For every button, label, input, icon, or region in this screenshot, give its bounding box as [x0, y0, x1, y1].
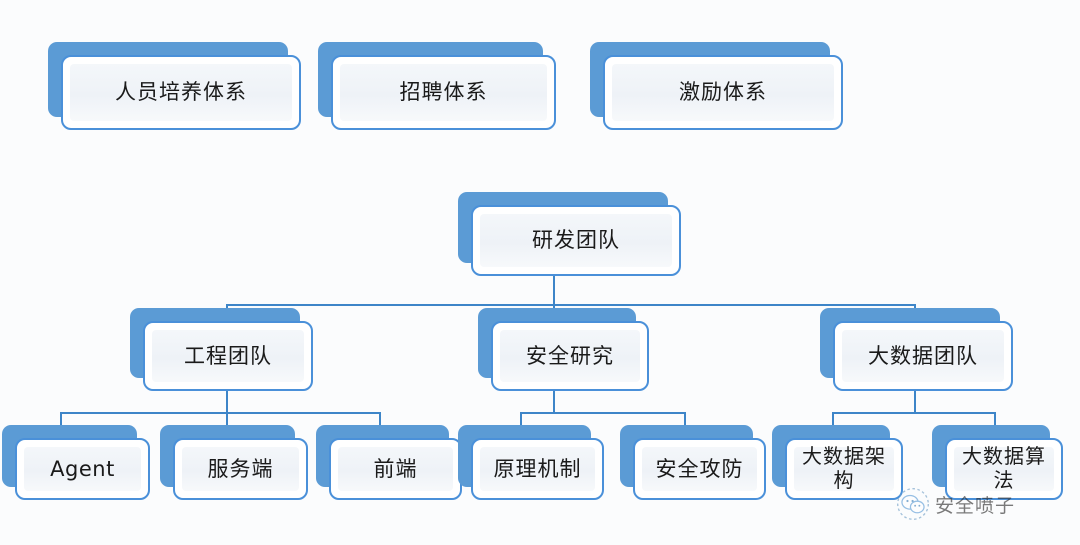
connector-security-stem: [553, 391, 555, 413]
node-inner-panel: 服务端: [182, 447, 299, 491]
node-card: 大数据团队: [833, 321, 1013, 391]
node-card: 大数据架构: [785, 438, 903, 500]
node-security-research[interactable]: 安全研究: [478, 308, 649, 391]
connector-bigdata-stem: [914, 391, 916, 413]
connector-root-bus: [226, 304, 916, 306]
node-inner-panel: Agent: [24, 447, 141, 491]
connector-bigdata-bus: [832, 412, 996, 414]
node-label: 激励体系: [679, 80, 767, 105]
connector-drop-offense-defense: [684, 412, 686, 428]
node-card: 前端: [329, 438, 462, 500]
node-label: 人员培养体系: [115, 80, 247, 105]
connector-drop-bigdata-arch: [832, 412, 834, 428]
node-inner-panel: 原理机制: [480, 447, 595, 491]
node-bigdata-architecture[interactable]: 大数据架构: [772, 425, 903, 500]
node-card: 安全攻防: [633, 438, 766, 500]
node-label: 研发团队: [532, 228, 620, 253]
node-inner-panel: 大数据团队: [842, 330, 1004, 382]
connector-drop-frontend: [379, 412, 381, 428]
node-card: 招聘体系: [331, 55, 556, 130]
connector-engineering-bus: [60, 412, 380, 414]
node-inner-panel: 研发团队: [480, 214, 672, 267]
node-label: 原理机制: [493, 456, 582, 481]
node-principle-mechanism[interactable]: 原理机制: [458, 425, 604, 500]
node-card: 激励体系: [603, 55, 843, 130]
connector-drop-bigdata-algo: [994, 412, 996, 428]
node-label: 工程团队: [184, 343, 272, 368]
connector-drop-principle: [520, 412, 522, 428]
node-label: Agent: [50, 456, 115, 481]
node-server[interactable]: 服务端: [160, 425, 308, 500]
node-bigdata-algorithm[interactable]: 大数据算法: [932, 425, 1063, 500]
node-incentive[interactable]: 激励体系: [590, 42, 843, 130]
connector-drop-agent: [60, 412, 62, 428]
node-card: 原理机制: [471, 438, 604, 500]
node-inner-panel: 大数据架构: [794, 444, 894, 492]
node-security-offense-defense[interactable]: 安全攻防: [620, 425, 766, 500]
node-card: 研发团队: [471, 205, 681, 276]
node-inner-panel: 前端: [338, 447, 453, 491]
node-agent[interactable]: Agent: [2, 425, 150, 500]
node-inner-panel: 工程团队: [152, 330, 304, 382]
node-recruitment[interactable]: 招聘体系: [318, 42, 556, 130]
connector-security-bus: [520, 412, 686, 414]
node-inner-panel: 安全研究: [500, 330, 640, 382]
node-engineering-team[interactable]: 工程团队: [130, 308, 313, 391]
node-label: 招聘体系: [399, 80, 488, 105]
node-card: 安全研究: [491, 321, 649, 391]
node-frontend[interactable]: 前端: [316, 425, 462, 500]
node-label: 大数据算法: [962, 444, 1046, 492]
node-label: 前端: [373, 456, 418, 481]
node-label: 服务端: [207, 456, 274, 481]
node-rd-team[interactable]: 研发团队: [458, 192, 681, 276]
node-card: 大数据算法: [945, 438, 1063, 500]
node-label: 大数据团队: [868, 343, 978, 368]
node-inner-panel: 人员培养体系: [70, 64, 292, 121]
node-bigdata-team[interactable]: 大数据团队: [820, 308, 1013, 391]
connector-engineering-stem: [226, 391, 228, 413]
connector-drop-server: [226, 412, 228, 428]
node-label: 安全攻防: [655, 456, 744, 481]
node-label: 安全研究: [526, 343, 614, 368]
connector-root-stem: [553, 276, 555, 305]
node-inner-panel: 激励体系: [612, 64, 834, 121]
node-talent-development[interactable]: 人员培养体系: [48, 42, 301, 130]
node-inner-panel: 安全攻防: [642, 447, 757, 491]
node-card: Agent: [15, 438, 150, 500]
node-inner-panel: 大数据算法: [954, 444, 1054, 492]
node-card: 工程团队: [143, 321, 313, 391]
node-card: 人员培养体系: [61, 55, 301, 130]
node-card: 服务端: [173, 438, 308, 500]
node-label: 大数据架构: [802, 444, 886, 492]
node-inner-panel: 招聘体系: [340, 64, 547, 121]
